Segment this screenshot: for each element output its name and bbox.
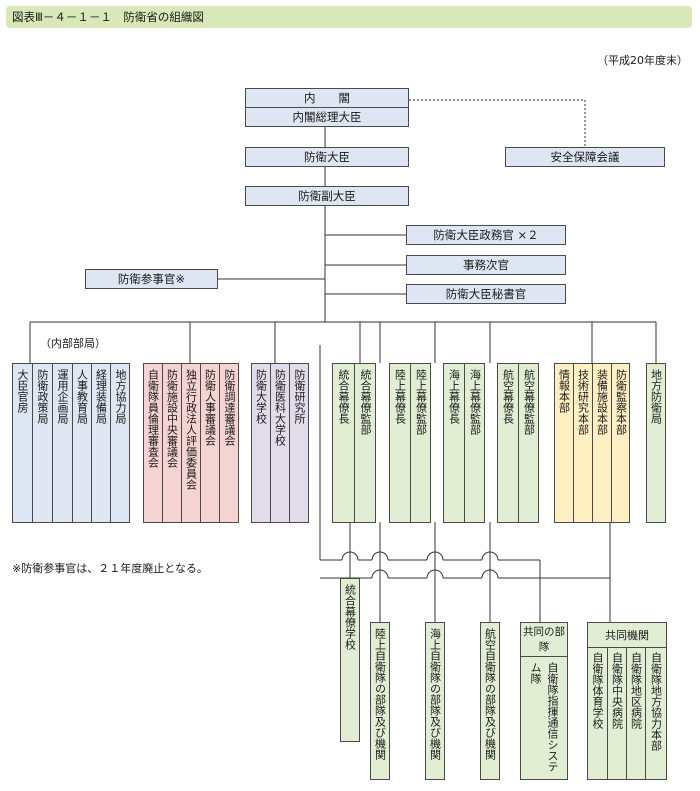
bureau-personnel-education: 人事教育局 — [75, 369, 89, 424]
minister-secretary-box: 防衛大臣秘書官 — [406, 284, 566, 304]
agency-inspector-general: 防衛監察本部 — [614, 369, 628, 435]
joint-units-box: 共同の部 隊 自衛隊指揮通信システム隊 — [520, 622, 576, 780]
agency-technical-research: 技術研究本部 — [576, 369, 590, 435]
figure-title: 図表Ⅲ－４－１－１ 防衛省の組織図 — [12, 10, 204, 24]
air-staff-office: 航空幕僚監部 — [522, 369, 536, 435]
security-council-box: 安全保障会議 — [505, 147, 665, 167]
schools-group: 防衛大学校 防衛医科大学校 防衛研究所 — [251, 363, 309, 523]
council-facilities: 防衛施設中央審議会 — [165, 369, 179, 468]
staff-air-group: 航空幕僚長 航空幕僚監部 — [497, 363, 539, 523]
chief-air-staff: 航空幕僚長 — [501, 369, 515, 424]
asdf-units: 航空自衛隊の部隊及び機関 — [480, 622, 500, 780]
joint-staff-college: 統合幕僚学校 — [340, 578, 360, 742]
as-of-label: （平成20年度末） — [597, 54, 688, 67]
ground-staff-office: 陸上幕僚監部 — [414, 369, 428, 435]
joint-units-signal: 自衛隊指揮通信システム隊 — [529, 662, 559, 772]
agency-intelligence: 情報本部 — [557, 369, 571, 413]
maritime-staff-office: 海上幕僚監部 — [468, 369, 482, 435]
central-hospital: 自衛隊中央病院 — [610, 652, 624, 729]
staff-joint-group: 統合幕僚長 統合幕僚監部 — [332, 363, 376, 523]
bureau-operational-policy: 運用企画局 — [56, 369, 69, 424]
council-evaluation: 独立行政法人評価委員会 — [184, 369, 198, 490]
joint-organizations-box: 共同機関 自衛隊体育学校 自衛隊中央病院 自衛隊地区病院 自衛隊地方協力本部 — [587, 622, 667, 780]
joint-organizations-title: 共同機関 — [588, 623, 666, 648]
school-defense-academy: 防衛大学校 — [254, 369, 268, 424]
regional-defense-bureau: 地方防衛局 — [646, 363, 666, 523]
parliamentary-vice-minister-box: 防衛大臣政務官 ×２ — [406, 225, 566, 245]
chief-joint-staff: 統合幕僚長 — [337, 369, 350, 424]
school-research-institute: 防衛研究所 — [293, 369, 306, 424]
footnote: ※防衛参事官は、２１年度廃止となる。 — [12, 562, 208, 575]
cabinet-box: 内 閣 — [245, 88, 409, 108]
council-ethics: 自衛隊員倫理審査会 — [146, 369, 160, 468]
physical-training-school: 自衛隊体育学校 — [591, 652, 604, 729]
msdf-units: 海上自衛隊の部隊及び機関 — [425, 622, 445, 780]
provincial-cooperation-office: 自衛隊地方協力本部 — [649, 652, 663, 751]
staff-maritime-group: 海上幕僚長 海上幕僚監部 — [443, 363, 485, 523]
bureau-defense-policy: 防衛政策局 — [36, 369, 49, 424]
chief-maritime-staff: 海上幕僚長 — [447, 369, 461, 424]
bureau-minister-secretariat: 大臣官房 — [16, 369, 29, 413]
vice-minister-box: 事務次官 — [406, 255, 566, 275]
bureau-local-cooperation: 地方協力局 — [114, 369, 127, 424]
prime-minister-box: 内閣総理大臣 — [245, 107, 409, 127]
defense-minister-box: 防衛大臣 — [245, 147, 409, 167]
senior-vice-minister-box: 防衛副大臣 — [245, 186, 409, 206]
agencies-group: 情報本部 技術研究本部 装備施設本部 防衛監察本部 — [554, 363, 630, 523]
gsdf-units: 陸上自衛隊の部隊及び機関 — [370, 622, 390, 780]
internal-bureaus-group: 大臣官房 防衛政策局 運用企画局 人事教育局 経理装備局 地方協力局 — [12, 363, 130, 523]
council-procurement: 防衛調達審議会 — [223, 369, 236, 446]
internal-bureaus-label: （内部部局） — [40, 337, 106, 350]
school-medical-college: 防衛医科大学校 — [273, 369, 287, 446]
councils-group: 自衛隊員倫理審査会 防衛施設中央審議会 独立行政法人評価委員会 防衛人事審議会 … — [143, 363, 239, 523]
bureau-finance-equipment: 経理装備局 — [94, 369, 108, 424]
district-hospital: 自衛隊地区病院 — [629, 652, 643, 729]
agency-equipment-facilities: 装備施設本部 — [595, 369, 609, 435]
chief-ground-staff: 陸上幕僚長 — [393, 369, 407, 424]
defense-councilor-box: 防衛参事官※ — [85, 269, 218, 289]
figure-title-bar: 図表Ⅲ－４－１－１ 防衛省の組織図 — [6, 6, 692, 28]
staff-ground-group: 陸上幕僚長 陸上幕僚監部 — [389, 363, 431, 523]
joint-staff-office: 統合幕僚監部 — [359, 369, 372, 435]
joint-units-title: 共同の部 隊 — [521, 623, 576, 657]
council-personnel: 防衛人事審議会 — [203, 369, 217, 446]
